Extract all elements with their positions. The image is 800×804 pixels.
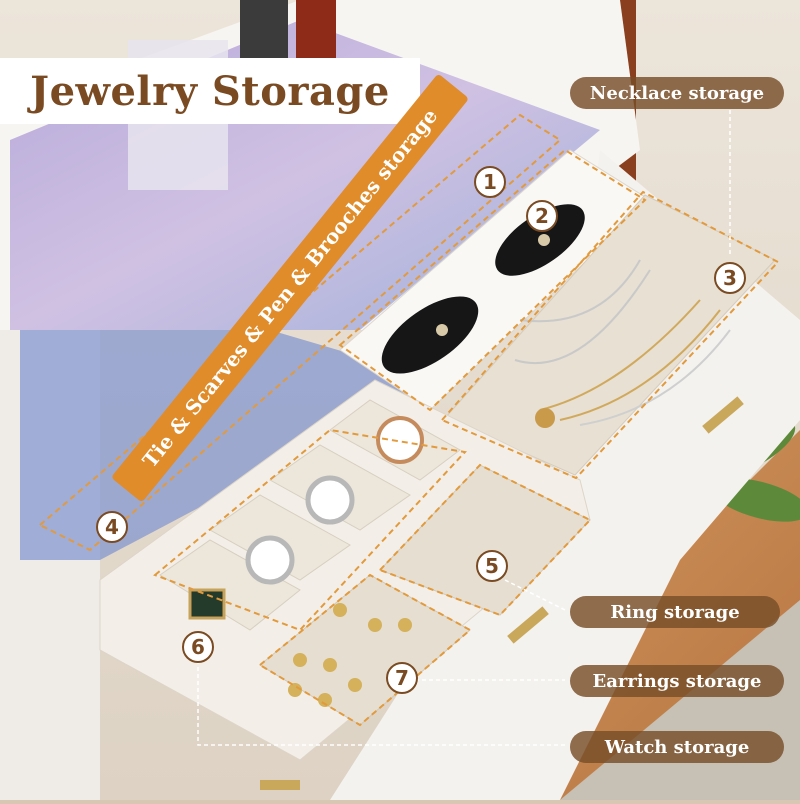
ring-callout: Ring storage bbox=[570, 596, 780, 628]
marker-6-text: 6 bbox=[191, 635, 205, 659]
perfume-bottle bbox=[240, 0, 288, 60]
number-markers: 1 2 3 4 5 6 7 bbox=[96, 166, 746, 694]
earrings bbox=[288, 603, 412, 707]
watch-callout-text: Watch storage bbox=[604, 736, 750, 758]
marker-4-text: 4 bbox=[105, 515, 119, 539]
drawer-handle-3 bbox=[260, 780, 300, 790]
necklaces bbox=[514, 259, 731, 426]
earrings-callout: Earrings storage bbox=[570, 665, 784, 697]
marker-3-text: 3 bbox=[723, 266, 737, 290]
marker-5-text: 5 bbox=[485, 554, 499, 578]
marker-1: 1 bbox=[474, 166, 506, 198]
title-banner: Jewelry Storage bbox=[0, 58, 420, 124]
drawer-handle-2 bbox=[507, 606, 549, 644]
marker-6: 6 bbox=[182, 631, 214, 663]
marker-5: 5 bbox=[476, 550, 508, 582]
watch-callout: Watch storage bbox=[570, 731, 784, 763]
glass-inner bbox=[20, 330, 440, 560]
ring-callout-text: Ring storage bbox=[610, 601, 740, 623]
marker-1-text: 1 bbox=[483, 170, 497, 194]
marker-3: 3 bbox=[714, 262, 746, 294]
marker-7-text: 7 bbox=[395, 666, 409, 690]
necklace-callout-text: Necklace storage bbox=[589, 82, 765, 104]
marker-7: 7 bbox=[386, 662, 418, 694]
leader-lines bbox=[197, 110, 731, 746]
bow-tie-2 bbox=[381, 296, 479, 374]
marker-4: 4 bbox=[96, 511, 128, 543]
necklace-callout: Necklace storage bbox=[570, 77, 784, 109]
watches bbox=[188, 416, 424, 620]
marker-2-text: 2 bbox=[535, 204, 549, 228]
earrings-callout-text: Earrings storage bbox=[592, 670, 762, 692]
marker-2: 2 bbox=[526, 200, 558, 232]
dashed-outlines bbox=[38, 113, 780, 727]
drawer-handle bbox=[702, 396, 744, 434]
page-title: Jewelry Storage bbox=[30, 67, 390, 115]
